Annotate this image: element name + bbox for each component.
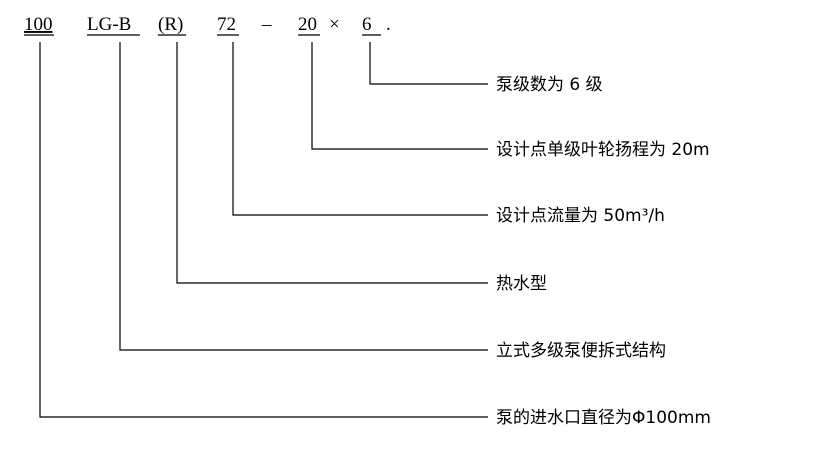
leader-line-inlet: [39, 42, 488, 418]
code-part-20: 20: [298, 14, 317, 35]
code-part-6: 6: [362, 14, 372, 35]
leader-line-stages: [369, 42, 488, 85]
code-dash: –: [261, 14, 272, 35]
code-part-100: 100: [24, 14, 53, 35]
code-dot: .: [386, 14, 391, 35]
code-times: ×: [329, 14, 340, 35]
desc-flow: 设计点流量为 50m³/h: [496, 206, 665, 226]
desc-structure: 立式多级泵便拆式结构: [496, 341, 666, 361]
desc-stages: 泵级数为 6 级: [496, 75, 603, 95]
leader-line-structure: [119, 42, 488, 351]
leader-line-hot-water: [176, 42, 488, 284]
leader-line-flow: [232, 42, 488, 216]
code-part-r: (R): [158, 14, 183, 35]
desc-head: 设计点单级叶轮扬程为 20m: [496, 140, 710, 160]
leader-line-head: [311, 42, 488, 150]
desc-hot-water: 热水型: [496, 274, 547, 294]
code-part-lg-b: LG-B: [87, 14, 131, 35]
code-part-72: 72: [217, 14, 236, 35]
desc-inlet: 泵的进水口直径为Φ100mm: [496, 408, 711, 428]
